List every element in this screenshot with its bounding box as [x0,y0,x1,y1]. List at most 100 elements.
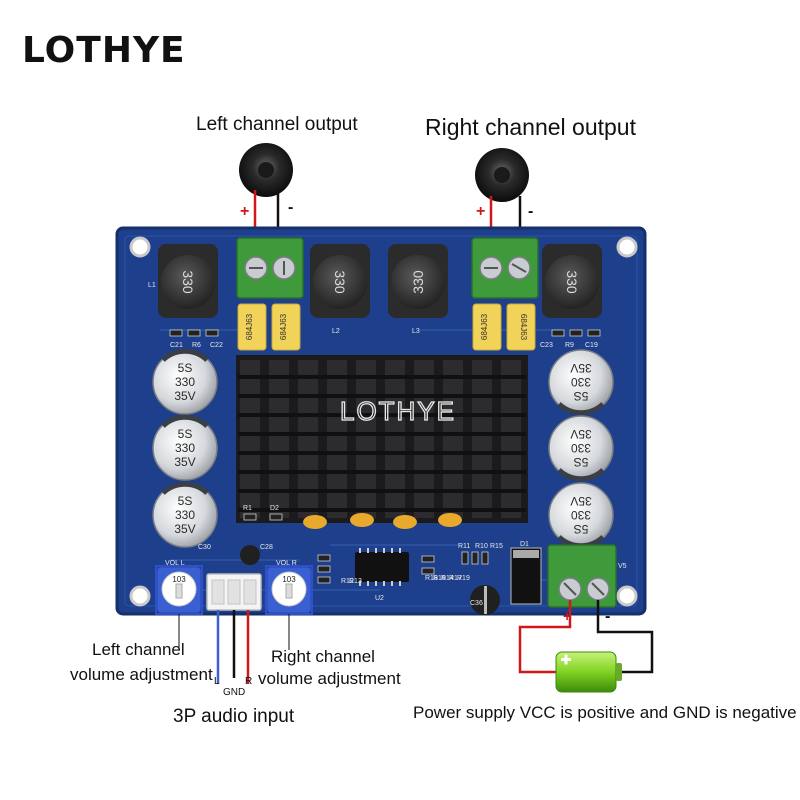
right-pot-marking: 103 [282,575,296,584]
capacitor-c36 [470,585,500,615]
silkscreen-label: R14 [441,575,454,582]
capacitor-marking: 5S [574,389,589,403]
capacitor-marking: 330 [175,375,195,389]
left-plus-sign: + [240,203,249,220]
right-output-terminal [471,237,539,299]
inductor-l2: 330 [310,244,370,318]
pin-label-gnd: GND [223,687,245,698]
silkscreen-label: R1 [243,505,252,512]
silkscreen-label: R6 [192,342,201,349]
silkscreen-label: C19 [585,342,598,349]
silkscreen-label: VOL L [165,560,185,567]
film-capacitors: 684J63 684J63 684J63 684J63 [237,303,536,351]
brand-logo: LOTHYE [22,30,186,71]
pin-label-l: L [214,676,220,687]
silkscreen-label: R16 [433,575,446,582]
svg-text:684J63: 684J63 [279,313,288,340]
silkscreen-label: R9 [565,342,574,349]
silkscreen-label: L3 [412,328,420,335]
inductor-l3: 330 [388,244,448,318]
silkscreen-label: C28 [260,544,273,551]
capacitor-marking: 35V [174,455,195,469]
capacitor-marking: 330 [571,508,591,522]
silkscreen-label: R18 [425,575,438,582]
audio-input-connector [206,573,262,611]
capacitor-marking: 35V [174,522,195,536]
ic-chip-u2 [355,548,409,586]
left-volume-potentiometer: 103 [156,566,202,614]
capacitor-marking: 330 [175,508,195,522]
inductor-l1-marking: 330 [180,270,196,294]
silkscreen-label: U2 [375,595,384,602]
svg-text:684J63: 684J63 [245,313,254,340]
left-volume-label-line1: Left channel [92,640,185,659]
mounting-holes [129,236,638,607]
capacitor-marking: 330 [175,441,195,455]
pin-label-r: R [245,676,252,687]
svg-text:684J63: 684J63 [519,314,528,341]
right-output-label: Right channel output [425,114,636,140]
power-plus-sign: + [563,608,571,624]
left-output-terminal [236,237,304,299]
right-minus-sign: - [528,203,533,220]
capacitor-marking: 35V [174,389,195,403]
power-supply-label: Power supply VCC is positive and GND is … [413,703,797,722]
svg-text:684J63: 684J63 [480,313,489,340]
capacitor-marking: 5S [178,494,193,508]
battery-icon [555,651,622,693]
silkscreen-label: D2 [270,505,279,512]
silkscreen-label: VOL R [276,560,297,567]
silkscreen-label: R12 [341,578,354,585]
capacitor-marking: 5S [178,361,193,375]
capacitor-marking: 35V [570,361,591,375]
silkscreen-label: R11 [458,543,470,550]
inductor-l1: 330 [158,244,218,318]
capacitor-marking: 5S [574,522,589,536]
power-input-terminal [547,544,617,608]
capacitor-c28 [240,545,260,565]
silkscreen-label: L2 [332,328,340,335]
power-negative-wire [596,600,654,674]
left-pot-marking: 103 [172,575,186,584]
left-speaker [239,143,293,197]
silkscreen-label: D1 [520,541,529,548]
capacitor-marking: 5S [574,455,589,469]
silkscreen-label: C22 [210,342,223,349]
silkscreen-label: R17 [449,575,462,582]
left-volume-label-line2: volume adjustment [70,665,213,684]
silkscreen-label: R13 [349,578,362,585]
right-plus-sign: + [476,203,485,220]
right-volume-label-line1: Right channel [271,647,375,666]
capacitor-marking: 5S [178,427,193,441]
silkscreen-label: R15 [490,543,503,550]
capacitor-marking: 330 [571,375,591,389]
silkscreen-label: C23 [540,342,553,349]
power-minus-sign: - [605,608,610,625]
power-positive-wire [518,600,572,674]
silkscreen-label: L1 [148,282,156,289]
silkscreen-label: C21 [170,342,183,349]
diode-d1 [510,547,542,605]
capacitor-marking: 35V [570,494,591,508]
left-output-label: Left channel output [196,114,358,135]
right-volume-potentiometer: 103 [266,566,312,614]
capacitor-marking: 35V [570,427,591,441]
inductor-l4-marking: 330 [564,270,580,294]
silkscreen-label: C30 [198,544,211,551]
right-speaker [475,148,529,202]
left-minus-sign: - [288,199,293,216]
silkscreen-label: C36 [470,600,483,607]
inductor-l2-marking: 330 [332,270,348,294]
heatsink [236,355,528,523]
board-watermark: LOTHYE [340,396,456,426]
audio-input-label: 3P audio input [173,706,295,727]
